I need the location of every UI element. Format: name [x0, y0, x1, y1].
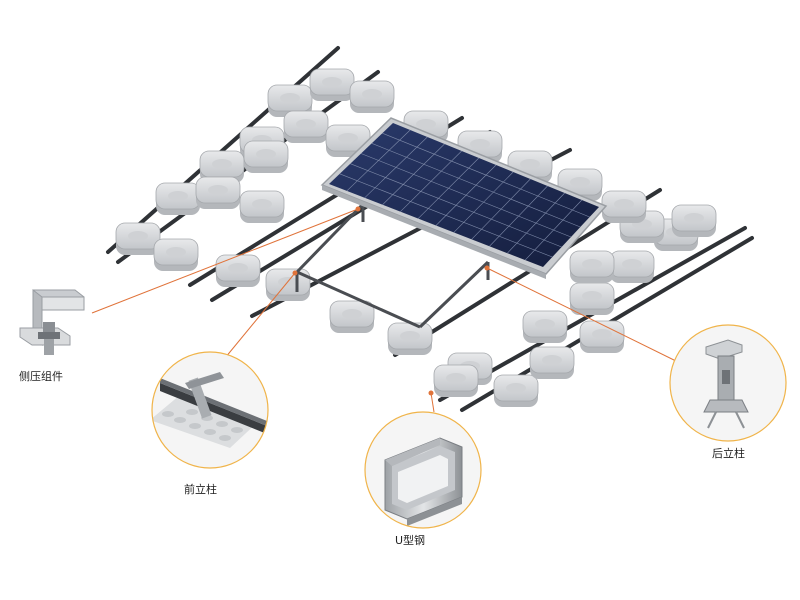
front-post-label: 前立柱 — [184, 483, 217, 496]
rear-post-label: 后立柱 — [712, 447, 745, 460]
float-module — [579, 320, 625, 353]
float-module — [243, 140, 289, 173]
side-clamp-label: 侧压组件 — [19, 370, 63, 383]
float-module — [267, 84, 313, 117]
float-module — [609, 250, 655, 283]
float-module — [569, 250, 615, 283]
callout-lines — [91, 208, 681, 413]
side-clamp-illustration — [19, 288, 85, 355]
float-module — [601, 190, 647, 223]
rear-post-callout — [669, 324, 787, 442]
float-module — [529, 346, 575, 379]
float-module — [239, 190, 285, 223]
float-module — [215, 254, 261, 287]
callout-dots — [292, 206, 490, 396]
front-post-callout — [151, 351, 269, 469]
solar-panel — [320, 117, 608, 279]
float-module — [349, 80, 395, 113]
float-module — [493, 374, 539, 407]
float-module — [329, 300, 375, 333]
float-module — [195, 176, 241, 209]
float-module — [387, 322, 433, 355]
panel-cell-grid — [339, 129, 590, 261]
float-module — [115, 222, 161, 255]
float-module — [155, 182, 201, 215]
float-module — [569, 282, 615, 315]
float-module — [457, 130, 503, 163]
u-steel-callout — [364, 411, 482, 529]
float-module — [433, 364, 479, 397]
float-module — [309, 68, 355, 101]
panel-support-frame — [295, 202, 490, 329]
u-steel-rail — [106, 46, 340, 254]
float-module — [283, 110, 329, 143]
float-module — [671, 204, 717, 237]
float-modules — [115, 68, 717, 407]
float-module — [153, 238, 199, 271]
u-steel-label: U型钢 — [395, 534, 426, 547]
float-module — [522, 310, 568, 343]
